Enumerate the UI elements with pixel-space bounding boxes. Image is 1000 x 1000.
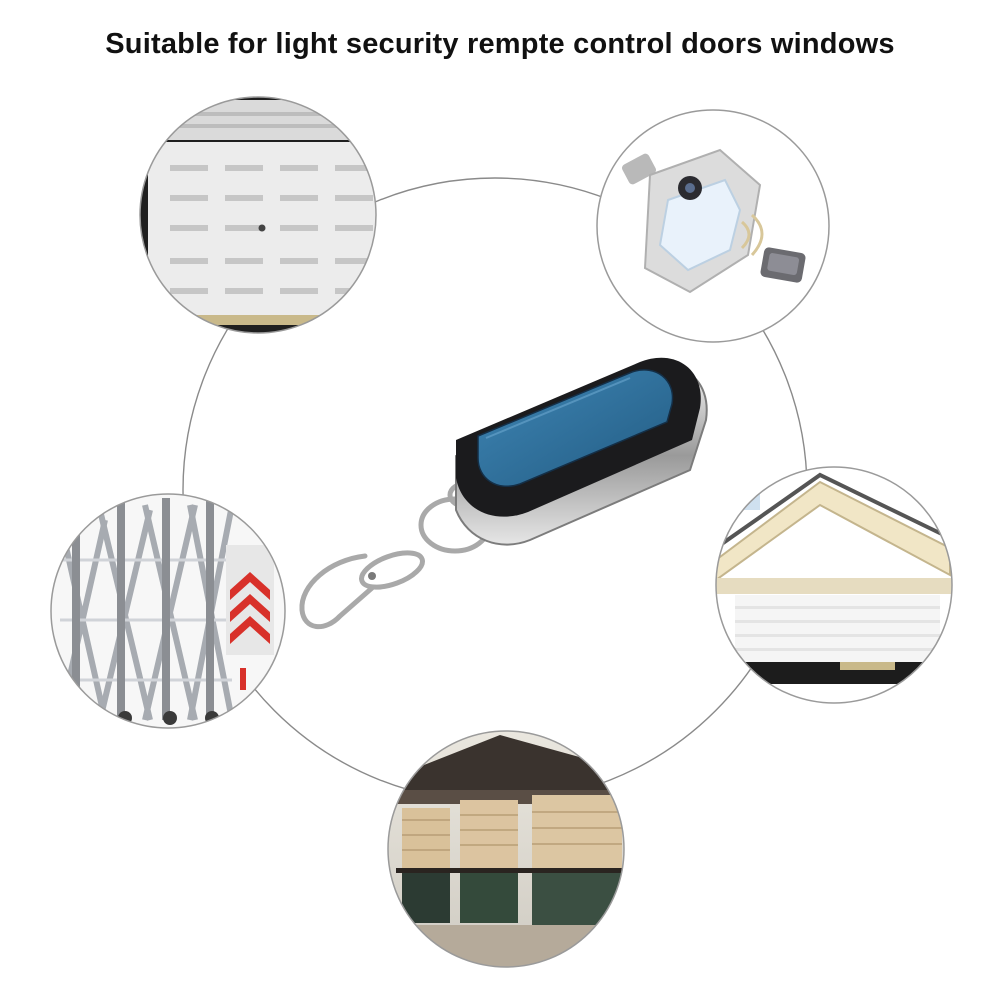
light-bulb-photo: [597, 110, 829, 342]
rolling-shutter-windows-photo: [388, 731, 624, 967]
retractable-gate-photo: [51, 494, 285, 728]
remote-keyfob: [299, 357, 708, 629]
headline: Suitable for light security rempte contr…: [105, 28, 895, 60]
garage-door-photo: [140, 97, 376, 333]
roll-up-door-photo: [716, 467, 952, 703]
